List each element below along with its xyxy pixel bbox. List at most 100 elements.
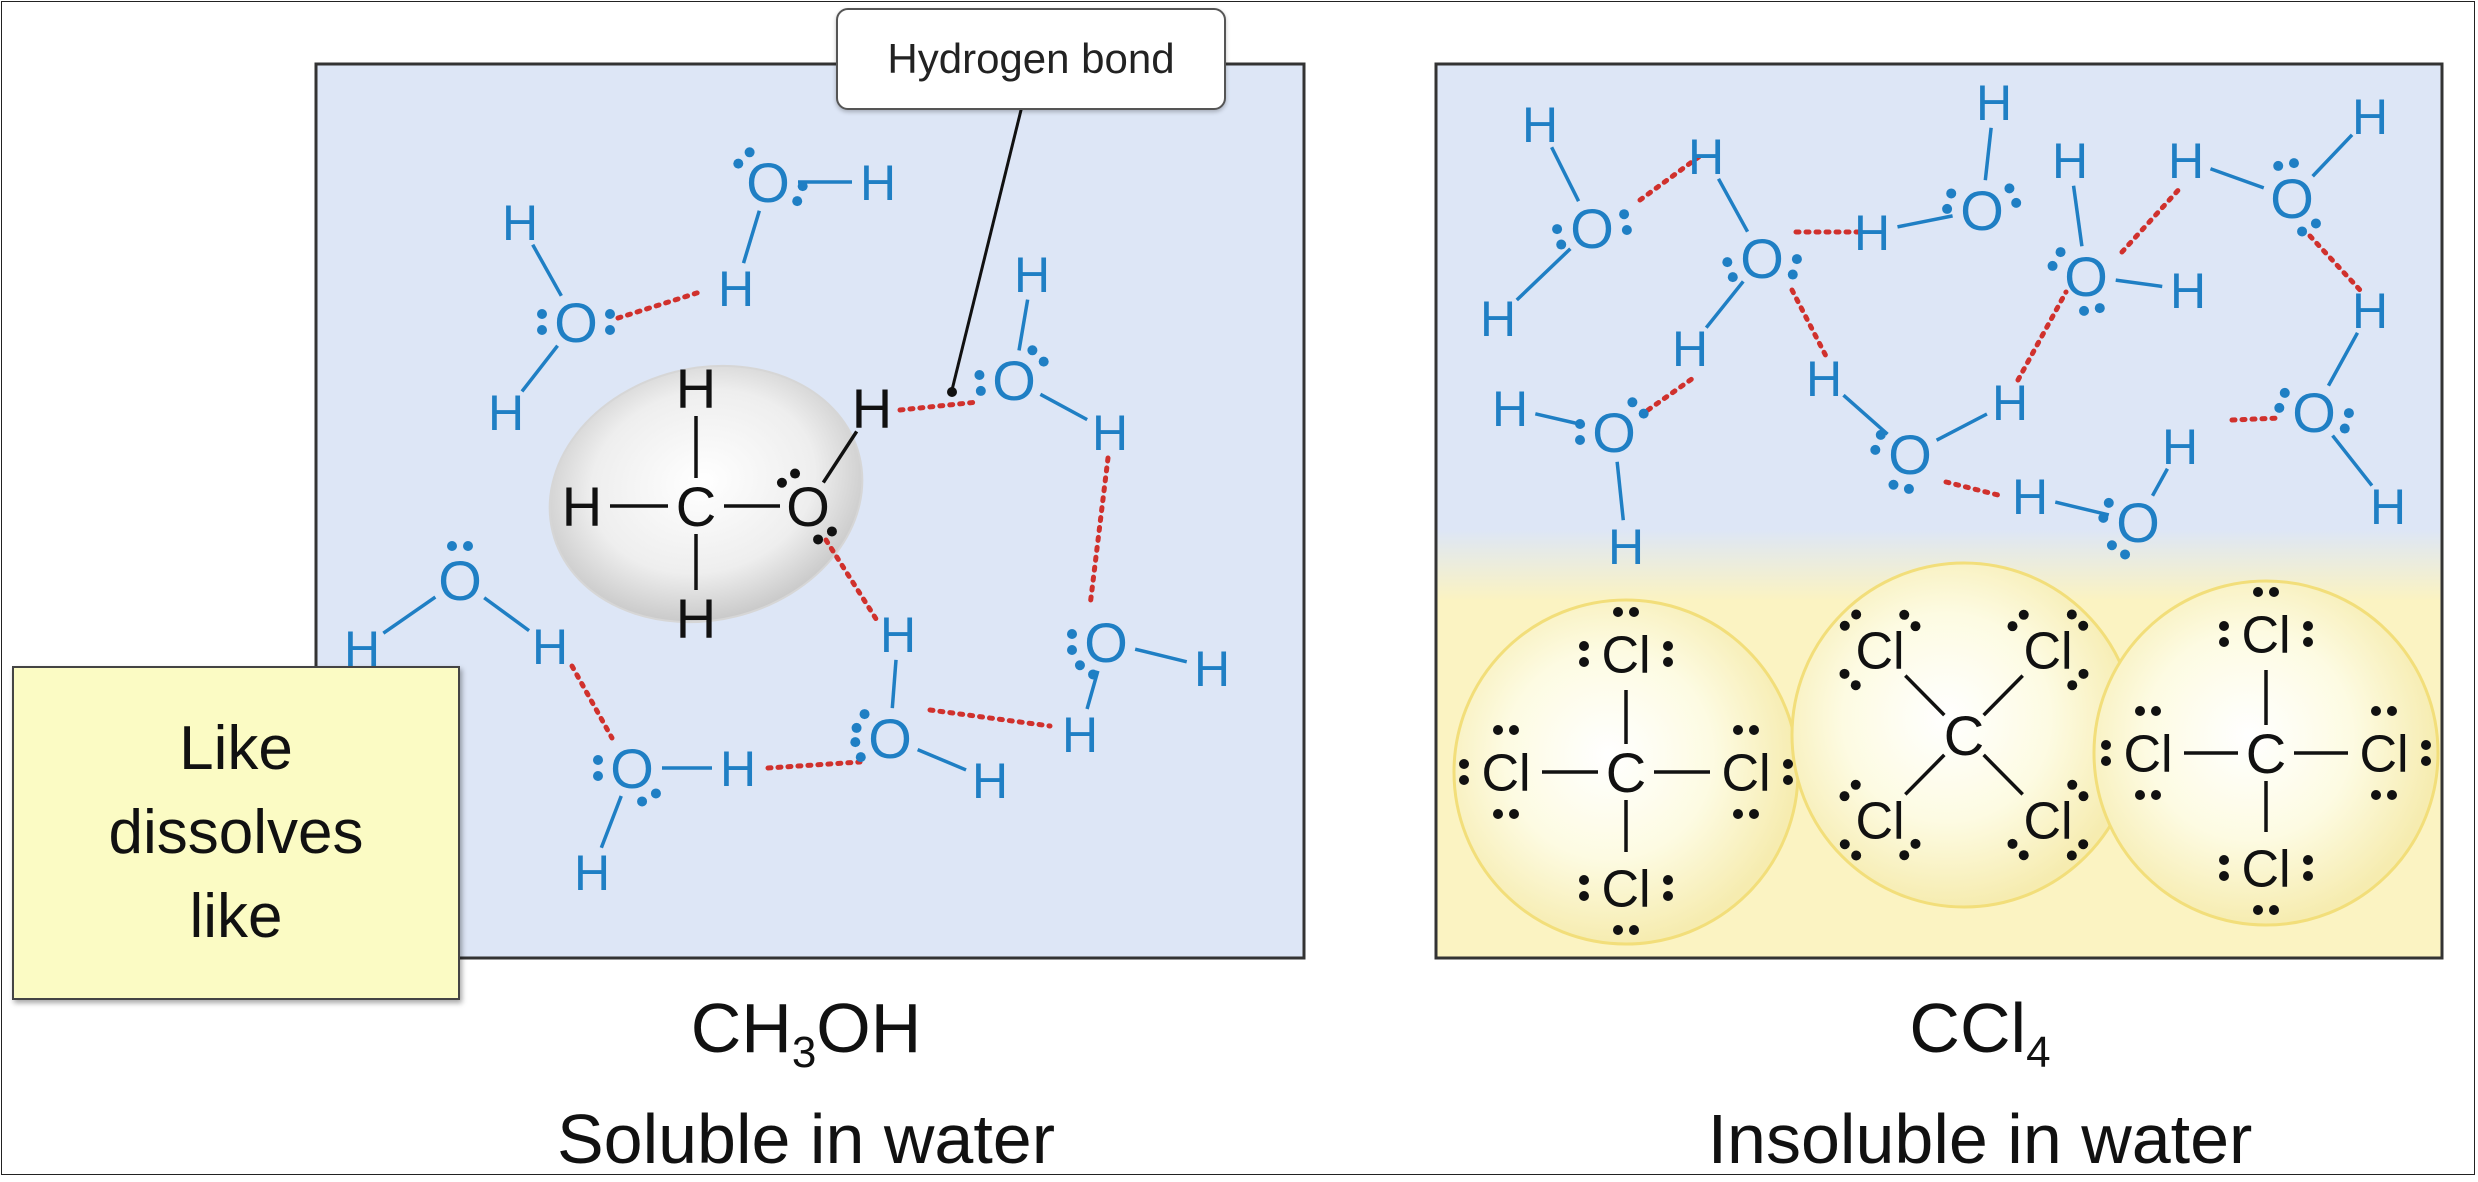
chlorine-atom: Cl	[1601, 861, 1650, 919]
methanol-solubility: Soluble in water	[556, 1100, 1056, 1178]
hydrogen-atom: H	[1092, 405, 1128, 461]
methanol-h-left: H	[562, 475, 602, 538]
lone-pair-dot	[1910, 838, 1921, 849]
hydrogen-bond-line	[1637, 153, 1703, 203]
lone-pair-dot	[1629, 925, 1639, 935]
lone-pair-dot	[1027, 345, 1038, 356]
lone-pair-dot	[813, 534, 824, 545]
lone-pair-dot	[1903, 483, 1914, 494]
lone-pair-dot	[1074, 660, 1085, 671]
lone-pair-dot	[850, 737, 861, 748]
lone-pair-dot	[975, 385, 986, 396]
lone-pair-dot	[1638, 408, 1649, 419]
lone-pair-dot	[2273, 160, 2284, 171]
hydrogen-atom: H	[972, 753, 1008, 809]
lone-pair-dot	[1899, 609, 1910, 620]
oxygen-atom: O	[1960, 179, 2004, 242]
lone-pair-dot	[1067, 645, 1077, 655]
chlorine-atom: Cl	[2023, 623, 2072, 681]
hydrogen-atom: H	[1194, 641, 1230, 697]
lone-pair-dot	[1910, 621, 1921, 632]
lone-pair-dot	[447, 541, 457, 551]
hydrogen-atom: H	[2370, 479, 2406, 535]
o-h-bond	[2209, 167, 2265, 190]
o-h-bond	[916, 748, 967, 772]
lone-pair-dot	[593, 755, 603, 765]
lone-pair-dot	[1621, 224, 1632, 235]
lone-pair-dot	[2106, 540, 2117, 551]
lone-pair-dot	[2339, 423, 2350, 434]
hydrogen-atom: H	[1522, 97, 1558, 153]
lone-pair-dot	[2103, 497, 2114, 508]
lone-pair-dot	[1733, 725, 1743, 735]
o-h-bond	[1935, 412, 1988, 442]
o-h-bond	[531, 243, 563, 297]
o-h-bond	[1704, 280, 1745, 329]
lone-pair-dot	[2297, 226, 2308, 237]
lone-pair-dot	[2055, 247, 2066, 258]
lone-pair-dot	[2101, 756, 2111, 766]
o-h-bond	[2311, 133, 2354, 178]
o-h-bond	[1983, 127, 1993, 181]
hydrogen-bond-line	[1087, 455, 1111, 609]
lone-pair-dot	[2078, 839, 2089, 850]
lone-pair-dot	[2387, 790, 2397, 800]
lone-pair-dot	[2098, 512, 2109, 523]
lone-pair-dot	[1946, 188, 1957, 199]
lone-pair-dot	[605, 309, 615, 319]
lone-pair-dot	[2303, 637, 2313, 647]
hydrogen-atom: H	[532, 619, 568, 675]
lone-pair-dot	[1509, 809, 1519, 819]
lone-pair-dot	[1749, 809, 1759, 819]
lone-pair-dot	[1850, 680, 1861, 691]
chlorine-atom: Cl	[1601, 627, 1650, 685]
methanol-caption: CH3OH Soluble in water	[406, 985, 1206, 1182]
lone-pair-dot	[797, 181, 808, 192]
lone-pair-dot	[792, 196, 803, 207]
hydrogen-bond-line	[1645, 373, 1699, 413]
hydrogen-atom: H	[1672, 321, 1708, 377]
lone-pair-dot	[2135, 706, 2145, 716]
hydrogen-atom: H	[502, 195, 538, 251]
lone-pair-dot	[2078, 791, 2089, 802]
hydrogen-atom: H	[1480, 291, 1516, 347]
lone-pair-dot	[2371, 706, 2381, 716]
lone-pair-dot	[1613, 925, 1623, 935]
chlorine-atom: Cl	[1481, 745, 1530, 803]
lone-pair-dot	[1629, 607, 1639, 617]
lone-pair-dot	[2094, 303, 2105, 314]
chlorine-atom: Cl	[2241, 607, 2290, 665]
hydrogen-atom: H	[1688, 129, 1724, 185]
lone-pair-dot	[2151, 790, 2161, 800]
lone-pair-dot	[1942, 203, 1953, 214]
lone-pair-dot	[1663, 641, 1673, 651]
lone-pair-dot	[1733, 809, 1743, 819]
lone-pair-dot	[1851, 850, 1862, 861]
lone-pair-dot	[2120, 549, 2131, 560]
hydrogen-bond-line	[615, 289, 703, 321]
lone-pair-dot	[1783, 759, 1793, 769]
methanol-oxygen: O	[786, 475, 830, 538]
o-h-bond	[890, 659, 898, 709]
lone-pair-dot	[1839, 668, 1850, 679]
lone-pair-dot	[2047, 260, 2058, 271]
o-h-bond	[1615, 461, 1626, 521]
lone-pair-dot	[1850, 779, 1861, 790]
lone-pair-dot	[1579, 657, 1589, 667]
o-h-bond	[1897, 214, 1953, 229]
oxygen-atom: O	[1570, 197, 1614, 260]
o-h-bond	[2071, 185, 2084, 247]
lone-pair-dot	[1038, 356, 1049, 367]
hydrogen-atom: H	[860, 155, 896, 211]
o-h-bond	[1515, 247, 1572, 302]
oxygen-atom: O	[438, 549, 482, 612]
lone-pair-dot	[1459, 759, 1469, 769]
methanol-formula: CH3OH	[690, 989, 922, 1077]
lone-pair-dot	[2303, 855, 2313, 865]
lone-pair-dot	[1851, 609, 1862, 620]
chlorine-atom: Cl	[2123, 726, 2172, 784]
oxygen-atom: O	[1084, 611, 1128, 674]
o-h-bond	[1716, 177, 1750, 233]
